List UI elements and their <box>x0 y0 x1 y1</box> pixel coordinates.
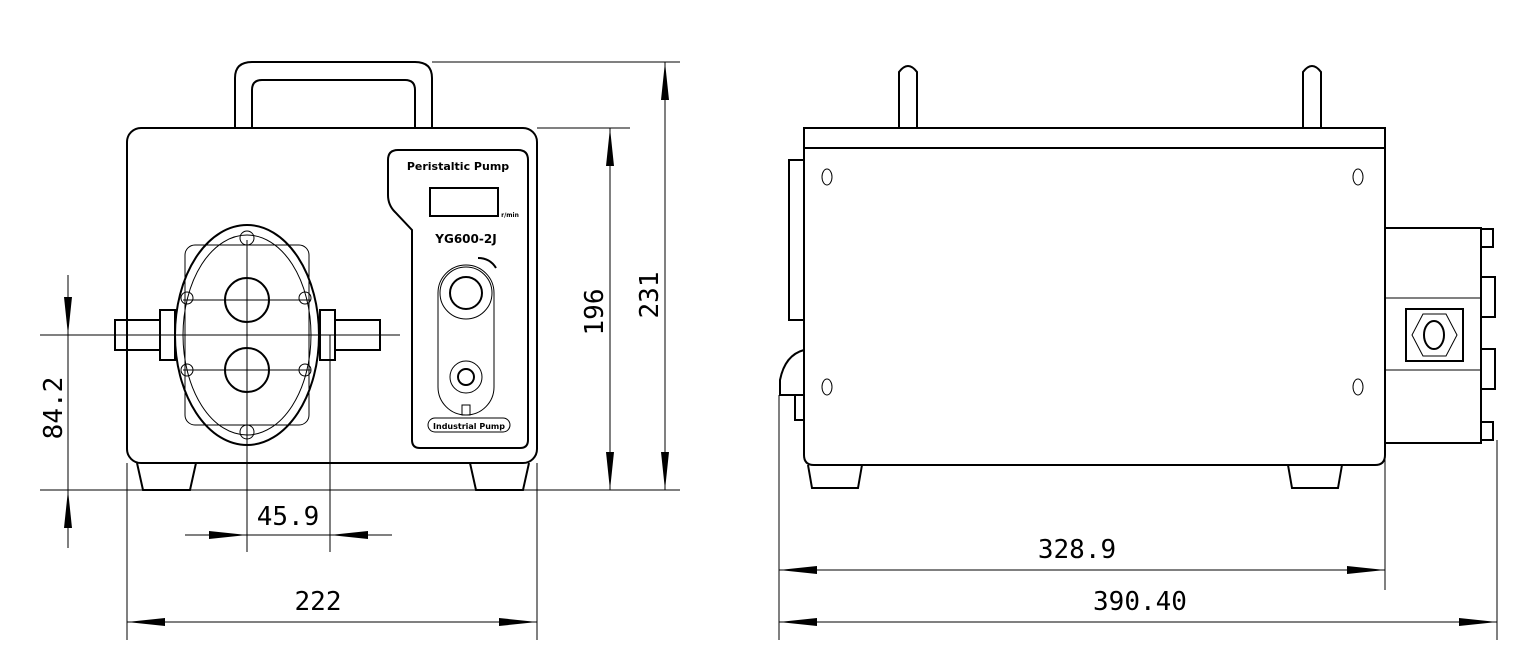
roller-top <box>224 277 270 323</box>
handle-post-right <box>1302 65 1322 128</box>
unit-label: r/min <box>501 212 519 219</box>
power-indicator <box>461 404 471 416</box>
dim-port-spacing: 45.9 <box>257 502 320 532</box>
side-view <box>779 65 1496 489</box>
front-view: Peristaltic Pump r/min YG600-2J Industri… <box>40 61 538 491</box>
handle <box>234 61 433 128</box>
screws <box>821 168 1364 396</box>
front-panel-edge <box>788 159 805 321</box>
foot-right <box>469 462 530 491</box>
speed-display <box>429 187 499 217</box>
side-connectors <box>1480 228 1496 441</box>
dim-front-width: 222 <box>295 587 342 617</box>
dim-side-body-length: 328.9 <box>1038 535 1116 565</box>
front-dimensions: 231 196 84.2 45.9 222 <box>39 61 680 640</box>
side-dimensions: 328.9 390.40 <box>778 395 1498 640</box>
panel-title: Peristaltic Pump <box>407 160 509 173</box>
front-body <box>126 127 538 464</box>
side-foot-left <box>807 464 863 489</box>
dim-side-total-length: 390.40 <box>1093 587 1187 617</box>
model-label: YG600-2J <box>434 232 496 246</box>
panel-footer: Industrial Pump <box>433 422 505 431</box>
speed-knob <box>449 276 483 310</box>
handle-post-left <box>898 65 918 128</box>
dim-body-height: 196 <box>580 289 610 336</box>
side-foot-right <box>1287 464 1343 489</box>
dim-total-height: 231 <box>635 272 665 319</box>
control-panel <box>387 149 529 449</box>
dim-port-height: 84.2 <box>39 377 69 440</box>
foot-left <box>136 462 197 491</box>
cable-gland <box>1405 308 1464 362</box>
side-body <box>803 148 1386 466</box>
side-top-rail <box>803 127 1386 149</box>
motor-box <box>1384 227 1482 444</box>
direction-switch <box>449 360 483 394</box>
